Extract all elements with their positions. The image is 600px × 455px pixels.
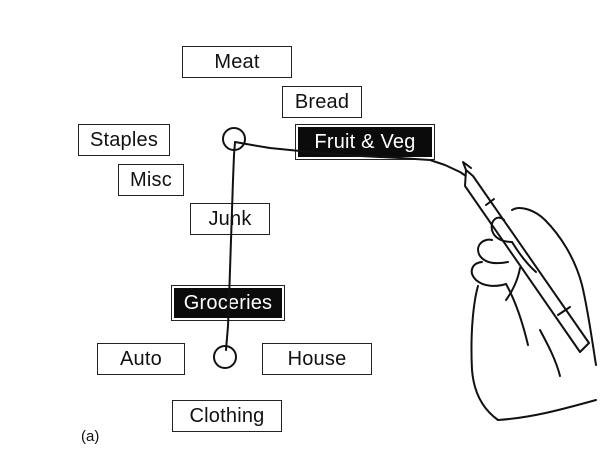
menu-item-house[interactable]: House	[262, 343, 372, 375]
menu-item-meat[interactable]: Meat	[182, 46, 292, 78]
menu-item-bread[interactable]: Bread	[282, 86, 362, 118]
figure-caption: (a)	[81, 428, 100, 445]
menu-item-auto[interactable]: Auto	[97, 343, 185, 375]
pen-hand-illustration	[462, 161, 597, 421]
menu-item-fruit-veg[interactable]: Fruit & Veg	[295, 124, 435, 160]
menu-center-circle-bottom	[213, 345, 237, 369]
menu-center-circle-top	[222, 127, 246, 151]
pen-stroke-path	[225, 141, 473, 351]
menu-item-clothing[interactable]: Clothing	[172, 400, 282, 432]
menu-item-junk[interactable]: Junk	[190, 203, 270, 235]
menu-item-groceries[interactable]: Groceries	[171, 285, 285, 321]
menu-item-staples[interactable]: Staples	[78, 124, 170, 156]
menu-item-misc[interactable]: Misc	[118, 164, 184, 196]
